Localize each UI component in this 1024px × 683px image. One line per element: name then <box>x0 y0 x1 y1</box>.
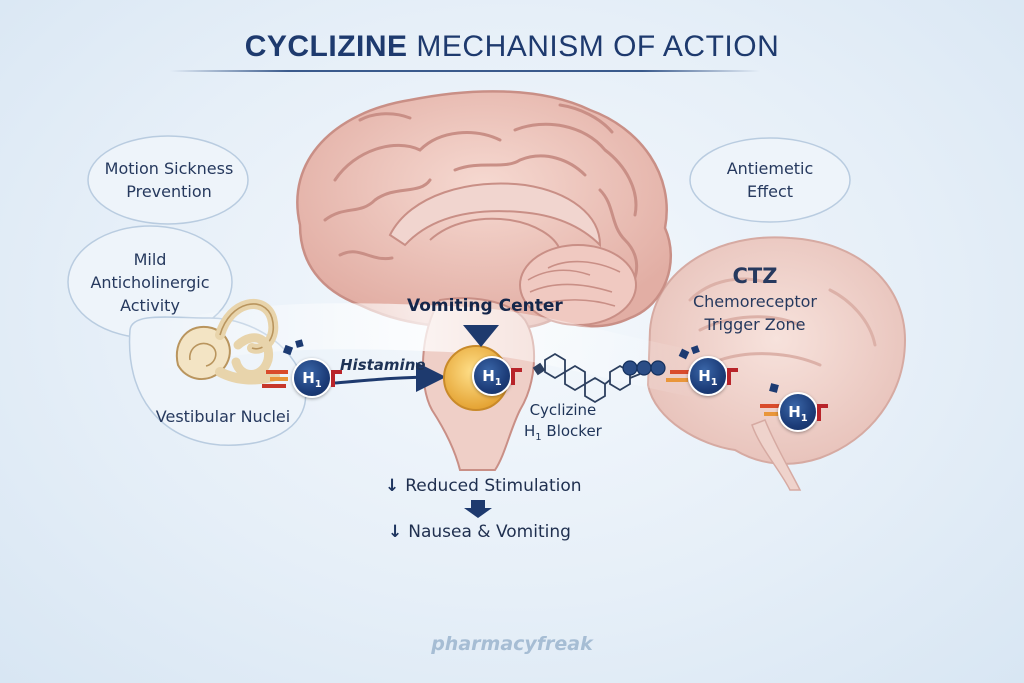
outcome-arrow <box>464 500 492 518</box>
h1-sub: 1 <box>494 377 502 388</box>
ctz-label: CTZ Chemoreceptor Trigger Zone <box>680 262 830 336</box>
h1-letter: H <box>302 369 315 387</box>
cyclizine-line1: Cyclizine <box>529 401 597 419</box>
cyclizine-h-sub: 1 <box>535 432 542 443</box>
cyclizine-label: Cyclizine H1 Blocker <box>524 400 602 448</box>
h1-letter: H <box>482 367 495 385</box>
h1-sub: 1 <box>314 379 322 390</box>
ctz-brain-shape <box>646 236 907 465</box>
ctz-title: CTZ <box>732 264 778 288</box>
histamine-arrow <box>334 362 446 393</box>
h1-sub: 1 <box>800 413 808 424</box>
h1-letter: H <box>788 403 801 421</box>
ctz-line2: Chemoreceptor <box>692 292 818 311</box>
h1-receptor-ctz-2: H1 <box>778 392 818 432</box>
histamine-label: Histamine <box>340 356 426 374</box>
vestibular-nuclei-label: Vestibular Nuclei <box>155 407 291 426</box>
motion-sickness-label: Motion Sickness Prevention <box>93 157 245 203</box>
h1-sub: 1 <box>710 377 718 388</box>
cyclizine-blocker: Blocker <box>541 422 602 440</box>
signal-bars-right <box>666 370 782 416</box>
antiemetic-label: Antiemetic Effect <box>700 157 840 203</box>
inner-ear-icon <box>175 299 280 385</box>
signal-bars-left <box>262 370 288 388</box>
antiemetic-bubble <box>689 137 851 223</box>
h1-letter: H <box>698 367 711 385</box>
vomiting-center-pointer <box>463 325 499 347</box>
molecule-cubes <box>282 339 779 393</box>
title-rest: MECHANISM OF ACTION <box>416 30 780 63</box>
cerebellum <box>519 244 637 326</box>
outcome-text: Nausea & Vomiting <box>408 522 571 542</box>
signal-stream <box>127 303 723 398</box>
watermark: pharmacyfreak <box>431 633 593 655</box>
motion-sickness-line1: Motion Sickness <box>104 159 234 178</box>
anticholinergic-line3: Activity <box>120 296 180 315</box>
cyclizine-line2: H1 Blocker <box>524 421 602 448</box>
cyclizine-h: H <box>524 422 536 440</box>
motion-sickness-bubble <box>87 135 249 225</box>
anticholinergic-line2: Anticholinergic <box>90 273 210 292</box>
anticholinergic-line1: Mild <box>133 250 167 269</box>
brain-gyri <box>323 103 639 292</box>
outcome-nausea-vomiting: ↓Nausea & Vomiting <box>388 522 571 542</box>
outcome-text: Reduced Stimulation <box>405 476 582 496</box>
title-drug-name: CYCLIZINE <box>244 30 408 63</box>
diagram-title: CYCLIZINE MECHANISM OF ACTION <box>0 30 1024 64</box>
cyclizine-molecule-icon <box>532 352 641 404</box>
outcome-reduced-stimulation: ↓Reduced Stimulation <box>385 476 582 496</box>
h1-receptor-ctz-1: H1 <box>688 356 728 396</box>
motion-sickness-line2: Prevention <box>126 182 212 201</box>
ctz-line3: Trigger Zone <box>704 315 806 334</box>
h1-receptor-vomiting-center: H1 <box>472 356 512 396</box>
molecule-spheres <box>622 360 666 376</box>
title-underline <box>170 70 760 72</box>
antiemetic-line2: Effect <box>746 182 794 201</box>
vomiting-center-label: Vomiting Center <box>407 296 563 316</box>
anticholinergic-label: Mild Anticholinergic Activity <box>75 248 225 317</box>
down-arrow-icon: ↓ <box>388 522 403 542</box>
h1-receptor-vestibular: H1 <box>292 358 332 398</box>
down-arrow-icon: ↓ <box>385 476 400 496</box>
antiemetic-line1: Antiemetic <box>726 159 814 178</box>
